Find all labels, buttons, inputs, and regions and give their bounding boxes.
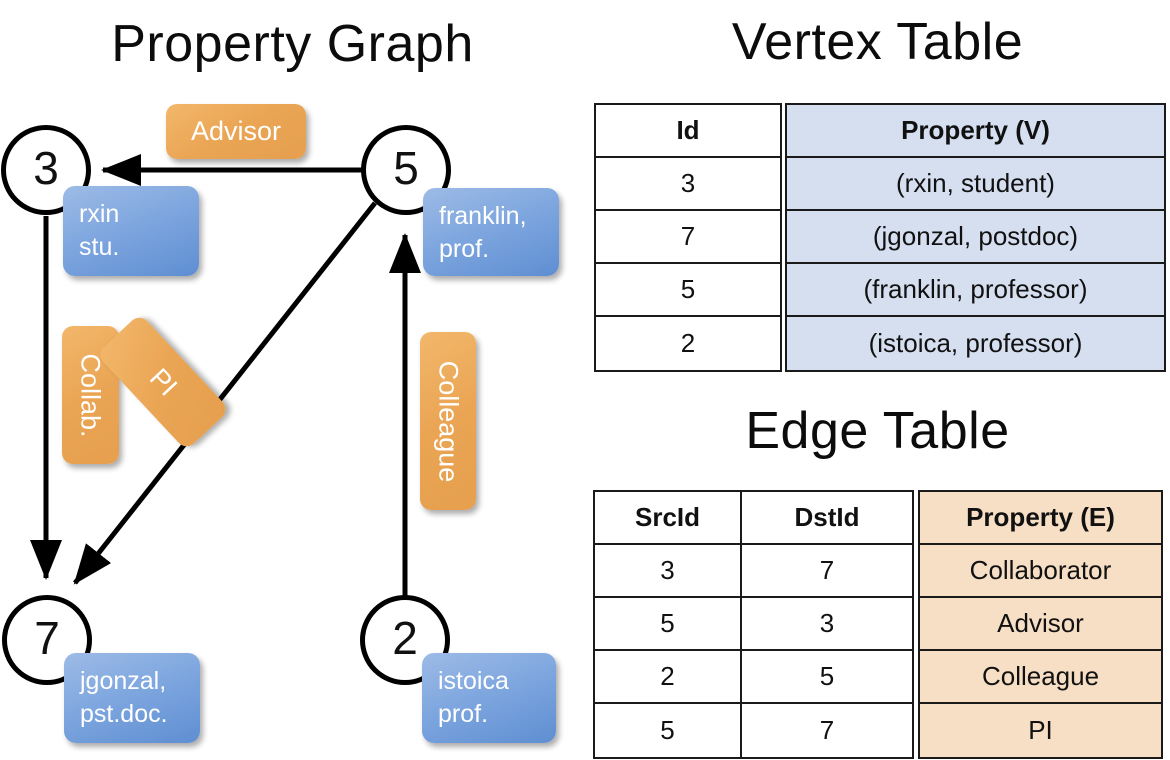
edge-table-cell-srcid: 3 [595,545,740,598]
edge-table-cell-property: Colleague [920,651,1161,704]
graph-node-7-label: 7 [34,612,60,664]
edge-table-header-dstid: DstId [742,492,912,545]
vertex-property-box-2: istoica prof. [422,653,556,743]
graph-node-2-label: 2 [392,612,418,664]
edge-table: SrcId 3 5 2 5 DstId 7 3 5 7 Property (E)… [593,490,1163,759]
graph-node-3-label: 3 [33,142,59,194]
vertex-table-cell-id: 7 [596,211,780,264]
edge-table-cell-dstid: 3 [742,598,912,651]
edge-label-advisor: Advisor [166,104,306,159]
edge-table-column-property: Property (E) Collaborator Advisor Collea… [918,490,1163,759]
edge-table-column-dstid: DstId 7 3 5 7 [740,490,914,759]
vertex-table-column-property: Property (V) (rxin, student) (jgonzal, p… [785,103,1166,372]
edge-table-cell-srcid: 2 [595,651,740,704]
vertex-property-box-5-line1: franklin, [439,202,527,230]
edge-label-pi-text: PI [143,362,184,402]
vertex-table-header-property: Property (V) [787,105,1164,158]
edge-table-cell-property: Advisor [920,598,1161,651]
vertex-table-cell-property: (franklin, professor) [787,264,1164,317]
vertex-property-box-2-line1: istoica [438,667,509,695]
edge-table-column-srcid: SrcId 3 5 2 5 [593,490,742,759]
vertex-property-box-7-line1: jgonzal, [80,667,167,695]
edge-table-header-property: Property (E) [920,492,1161,545]
edge-table-cell-srcid: 5 [595,598,740,651]
edge-table-cell-property: Collaborator [920,545,1161,598]
page-title-property-graph: Property Graph [111,15,474,73]
edge-label-colleague: Colleague [420,332,476,510]
vertex-table-cell-property: (istoica, professor) [787,317,1164,370]
vertex-property-box-3-line1: rxin [79,200,120,228]
graph-node-5-label: 5 [393,142,419,194]
page-title-edge-table: Edge Table [745,402,1010,460]
edge-label-colleague-text: Colleague [433,360,464,482]
edge-table-cell-dstid: 5 [742,651,912,704]
edge-table-cell-srcid: 5 [660,715,675,745]
vertex-table-column-id: Id 3 7 5 2 [594,103,782,372]
edge-table-cell-property: PI [920,704,1161,757]
vertex-property-box-2-line2: prof. [438,700,489,728]
vertex-property-box-3-line2: stu. [79,233,120,261]
vertex-property-box-3: rxin stu. [63,186,199,276]
vertex-table-cell-property: (rxin, student) [787,158,1164,211]
edge-table-header-srcid: SrcId [595,492,740,545]
edge-table-cell-dstid: 7 [742,545,912,598]
vertex-property-box-7: jgonzal, pst.doc. [64,653,200,743]
page-title-vertex-table: Vertex Table [731,13,1024,71]
edge-5-to-7 [73,201,377,585]
vertex-property-box-5-line2: prof. [439,235,490,263]
edge-label-advisor-text: Advisor [190,116,282,146]
vertex-table-cell-id: 5 [596,264,780,317]
vertex-property-box-7-line2: pst.doc. [80,700,168,728]
vertex-table: Id 3 7 5 2 Property (V) (rxin, student) … [594,103,1166,372]
vertex-table-cell-id: 2 [680,328,696,358]
edge-table-cell-dstid: 7 [819,715,835,745]
vertex-table-cell-property: (jgonzal, postdoc) [787,211,1164,264]
edge-label-collab-text: Collab. [76,352,107,438]
graph-edges-svg [30,154,421,596]
vertex-table-header-id: Id [596,105,780,158]
vertex-property-box-5: franklin, prof. [423,188,559,276]
vertex-table-cell-id: 3 [596,158,780,211]
